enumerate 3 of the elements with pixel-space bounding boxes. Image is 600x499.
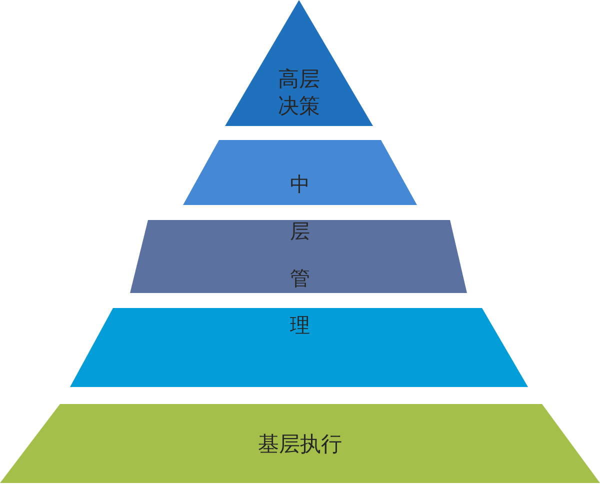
vertical-label: 中层管理 xyxy=(290,171,310,339)
tier-label: 高层决策 xyxy=(277,66,321,120)
tier-label: 基层执行 xyxy=(257,431,343,458)
